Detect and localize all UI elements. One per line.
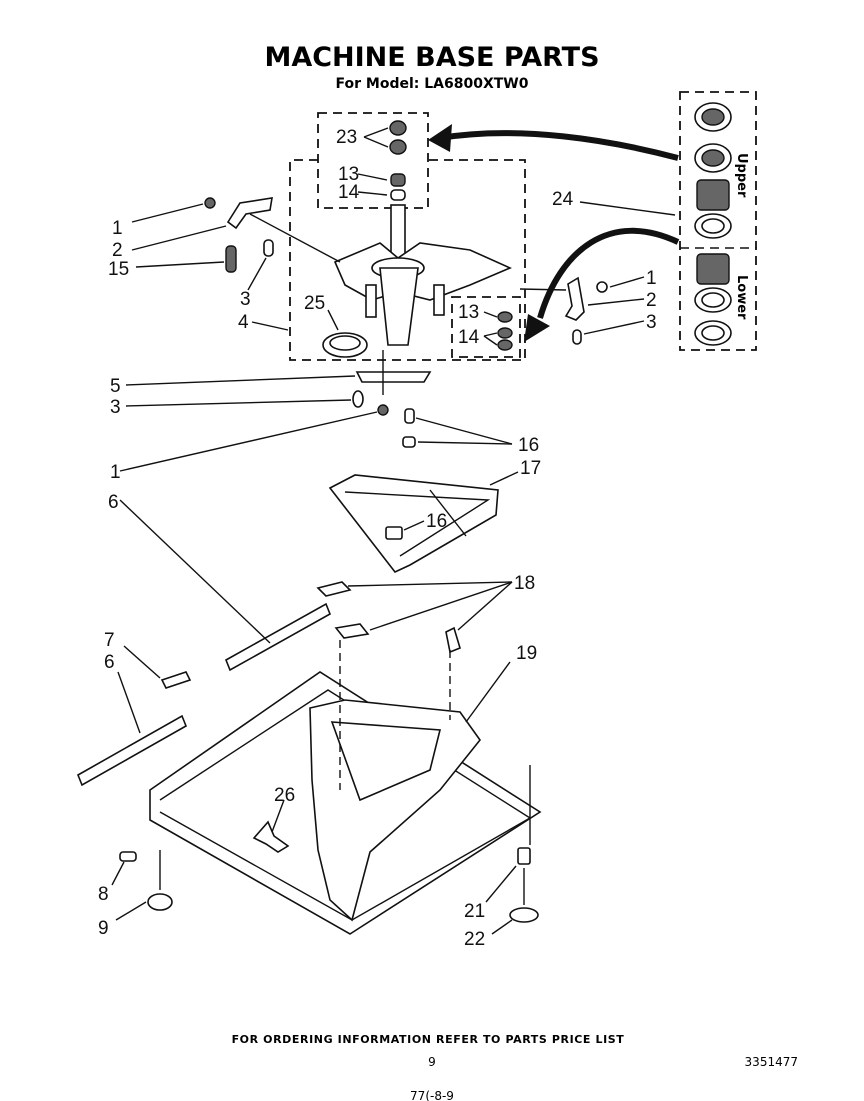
callout-5: 5 [110,376,121,397]
screw-1-right [596,281,608,293]
callout-15: 15 [108,259,129,280]
ordering-note: FOR ORDERING INFORMATION REFER TO PARTS … [232,1033,625,1046]
callout-25: 25 [304,293,325,314]
drive-base-17 [328,408,499,573]
callout-1-right: 1 [646,268,657,289]
callout-9: 9 [98,918,109,939]
callout-23: 23 [336,127,357,148]
clip-3-right [572,329,582,345]
callout-14-upper: 14 [338,182,360,203]
lower-label: Lower [734,275,749,320]
transmission-leg-left [365,284,377,318]
screw-1-left [204,197,216,209]
callout-2-left: 2 [112,240,123,261]
bearing-23-bottom [389,139,407,155]
transmission-assembly [289,112,526,361]
transmission-box [289,159,526,361]
rail-6-upper [224,602,332,672]
bearing-14-lower-b [497,339,513,351]
upper-bearing-rings [694,102,732,239]
leader-lines [111,127,676,935]
leveling-foot-right [509,847,539,923]
rail-6-lower [76,714,188,787]
left-bracket-parts [204,197,341,273]
bearing-13-lower [497,311,513,323]
callout-13-upper: 13 [338,164,359,185]
right-bracket-parts [519,276,608,345]
callout-3-left: 3 [240,289,251,310]
clip-3-mid [352,390,364,408]
transmission-leg-right [433,284,445,316]
foot-22 [509,907,539,923]
base-frame-19 [149,640,542,935]
screw-1-mid [377,404,389,416]
callout-24: 24 [552,189,574,210]
foot-9 [147,893,173,911]
page-number: 9 [428,1055,436,1069]
callout-16-low: 16 [426,511,447,532]
lower-kit-arrowhead [524,314,550,342]
bearing-14-upper [390,189,406,201]
callout-21: 21 [464,901,485,922]
clip-7 [160,671,192,689]
pad-8 [119,851,137,862]
bracket-2-right [564,276,585,321]
lower-kit-arrow [537,227,680,319]
brace-5 [355,371,432,383]
callout-16-top: 16 [518,435,539,456]
callout-18: 18 [514,573,535,594]
upper-label: Upper [734,153,749,198]
callout-3-right: 3 [646,312,657,333]
upper-kit-arrow [439,130,679,161]
transmission-body [379,267,419,346]
callout-17: 17 [520,458,541,479]
leveling-foot-left [119,850,173,911]
bracket-link-line [249,213,341,263]
callout-1-mid: 1 [110,462,121,483]
spring-15 [225,245,237,273]
bearing-13-upper [390,173,406,187]
mid-small-parts [352,350,432,416]
callout-6-lower: 6 [104,652,115,673]
pad-16-top [404,408,415,424]
callout-3-mid: 3 [110,397,121,418]
pad-16-low [385,526,403,540]
lower-bearing-rings [694,253,732,346]
bracket-2-left [226,197,273,230]
clips-18 [316,581,461,654]
spring-clip-26 [252,820,290,853]
callout-26: 26 [274,785,295,806]
callout-6-upper: 6 [108,492,119,513]
bottom-mark: 77(-8-9 [410,1089,454,1101]
bearing-kit-box: Upper Lower [679,91,757,351]
pad-16-mid [402,436,416,448]
bearing-14-lower-a [497,327,513,339]
callout-14-lower: 14 [458,327,480,348]
page-title: MACHINE BASE PARTS [264,42,599,73]
callout-4: 4 [238,312,249,333]
nut-21 [517,847,531,865]
callout-7: 7 [104,630,115,651]
callout-8: 8 [98,884,109,905]
seal-ring-25-inner [329,335,361,351]
callout-22: 22 [464,929,485,950]
callout-2-right: 2 [646,290,657,311]
model-subtitle: For Model: LA6800XTW0 [336,76,529,92]
document-number: 3351477 [745,1055,798,1069]
upper-kit-arrowhead [428,124,452,152]
callout-19: 19 [516,643,537,664]
bearing-23-top [389,120,407,136]
callout-13-lower: 13 [458,302,479,323]
lower-bearing-box [451,296,521,358]
side-rails [76,602,332,787]
callout-1-left: 1 [112,218,123,239]
clip-3-left [263,239,274,257]
callout-labels: 23 13 14 1 2 15 3 4 25 24 1 2 3 13 14 5 … [98,127,657,950]
right-bracket-line [519,288,567,291]
